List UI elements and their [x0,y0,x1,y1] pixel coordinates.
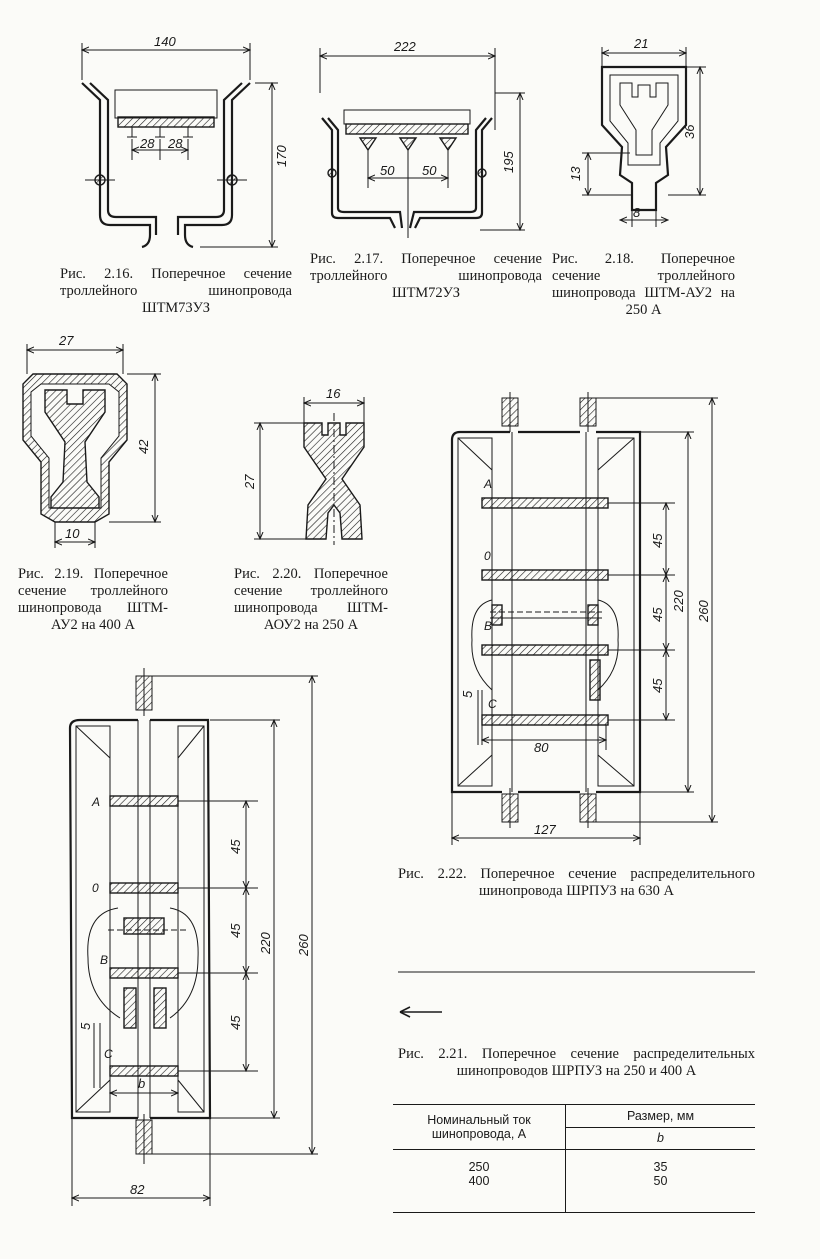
figure-2-20-drawing: 16 27 [242,386,400,545]
caption-fig-2-20: Рис. 2.20. Поперечное сечение троллейног… [234,566,388,633]
dim-gap: 5 [460,690,475,698]
table-row-current-0: 250 [468,1160,490,1174]
dim-step-1: 45 [228,839,243,854]
dim-width: 140 [154,34,176,49]
table-cell-current: 250 400 [393,1149,566,1190]
figure-2-17-drawing: 222 50 50 195 [310,39,525,238]
dim-step-2: 45 [650,607,665,622]
dim-height: 195 [501,151,516,173]
phase-label-a: A [91,795,100,809]
table-cell-b: 35 50 [566,1150,756,1191]
table-row-current-1: 400 [468,1174,490,1188]
dim-height-total: 260 [696,600,711,623]
dim-width: 82 [130,1182,145,1197]
phase-label-a: A [483,477,492,491]
dim-height-inner: 220 [258,932,273,955]
figure-2-21-drawing: A 0 B C 45 45 45 220 260 5 b 82 [68,668,318,1206]
dim-lower: 13 [568,166,583,181]
dim-pitch-b: 50 [422,163,437,178]
caption-fig-2-16: Рис. 2.16. Поперечное сечение троллейног… [60,266,292,316]
phase-label-c: C [104,1047,113,1061]
dim-gap: 5 [78,1022,93,1030]
table-row-b-0: 35 [653,1160,668,1174]
dim-step-2: 45 [228,923,243,938]
dim-pitch-b: 28 [167,136,183,151]
separator-rule [398,971,755,1018]
caption-fig-2-17: Рис. 2.17. Поперечное сечение троллейног… [310,251,542,301]
dim-height-total: 260 [296,934,311,957]
figure-2-16-drawing: 140 28 28 170 [60,34,289,249]
dim-base: 8 [633,205,641,220]
phase-label-0: 0 [484,549,491,563]
table-subheader-b: b [657,1131,664,1146]
dim-pitch-a: 28 [139,136,155,151]
dim-width: 21 [633,36,648,51]
dim-height: 36 [682,124,697,139]
dim-width: 222 [393,39,416,54]
phase-label-b: B [100,953,108,967]
phase-label-0: 0 [92,881,99,895]
dim-width: 16 [326,386,341,401]
size-table: Номинальный ток шинопровода, А Размер, м… [393,1104,755,1213]
dim-pitch-a: 50 [380,163,395,178]
dim-height: 170 [274,145,289,167]
figure-2-18-drawing: 21 36 13 8 [568,36,706,227]
caption-fig-2-21: Рис. 2.21. Поперечное сечение распредели… [398,1046,755,1079]
dim-base: 10 [65,526,80,541]
dim-step-1: 45 [650,533,665,548]
phase-label-c: C [488,697,497,711]
table-header-current: Номинальный ток шинопровода, А [393,1104,566,1150]
dim-step-3: 45 [650,678,665,693]
dim-height-inner: 220 [671,590,686,613]
figure-2-19-drawing: 27 42 10 [22,333,161,548]
caption-fig-2-22: Рис. 2.22. Поперечное сечение распредели… [398,866,755,899]
table-row-b-1: 50 [653,1174,668,1188]
dim-height: 27 [242,474,257,490]
phase-label-b: B [484,619,492,633]
table-header-size: Размер, мм [565,1104,755,1128]
dim-inner-width: b [138,1076,145,1091]
dim-height: 42 [136,439,151,454]
dim-inner-width: 80 [534,740,549,755]
dim-step-3: 45 [228,1015,243,1030]
dim-width: 127 [534,822,556,837]
caption-fig-2-18: Рис. 2.18. Поперечное сечение троллейног… [552,251,735,318]
dim-width: 27 [58,333,74,348]
figure-2-22-drawing: A 0 B C 45 45 45 220 260 5 80 127 [450,392,718,845]
caption-fig-2-19: Рис. 2.19. Поперечное сечение троллейног… [18,566,168,633]
